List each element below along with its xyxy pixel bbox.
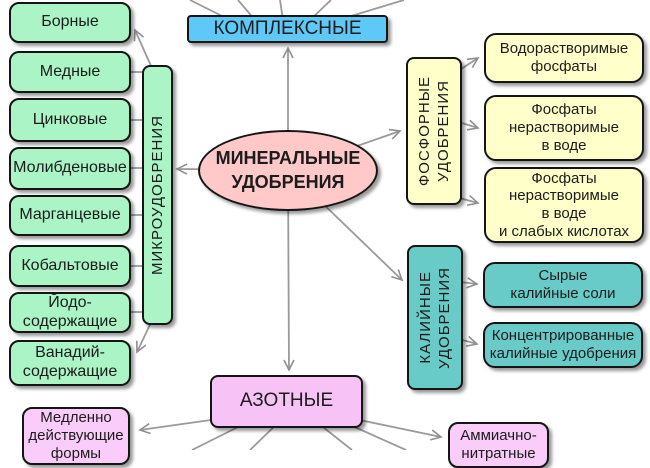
phosphate-bar-label-line1: ФОСФОРНЫЕ [415,75,433,187]
potassium-bar-label-line2: УДОБРЕНИЯ [435,266,453,369]
node-micro-bar: МИКРОУДОБРЕНИЯ [142,65,173,325]
potassium-bar-label-line1: КАЛИЙНЫЕ [416,271,434,364]
node-molibdenovye: Молибденовые [9,147,131,190]
node-phosphate-bar: ФОСФОРНЫЕ УДОБРЕНИЯ [406,57,462,205]
node-potassium-raw: Сырые калийные соли [483,262,643,308]
node-yodo: Йодо- содержащие [9,292,131,333]
node-bornye: Борные [9,2,131,43]
micro-bar-label: МИКРОУДОБРЕНИЯ [148,114,166,275]
node-nitrogen: АЗОТНЫЕ [210,375,363,428]
node-cinkovye: Цинковые [9,98,131,142]
node-phosphate-insoluble-water: Фосфаты нерастворимые в воде [484,95,644,161]
edge-nitrogen-ammonia [349,417,443,441]
node-phosphate-insoluble-acids: Фосфаты нерастворимые в воде и слабых ки… [484,167,644,243]
fertilizer-mind-map: Борные Медные Цинковые Молибденовые Марг… [9,0,644,468]
node-root: МИНЕРАЛЬНЫЕ УДОБРЕНИЯ [198,130,378,211]
node-complex: КОМПЛЕКСНЫЕ [187,15,388,43]
node-kobaltovye: Кобальтовые [9,245,131,287]
phosphate-bar-label-line2: УДОБРЕНИЯ [434,80,452,182]
node-nitrogen-ammonia-nitrate: Аммиачно- нитратные [448,422,549,468]
node-margancevye: Марганцевые [9,195,131,236]
node-potassium-concentrated: Концентрированные калийные удобрения [483,322,643,368]
node-potassium-bar: КАЛИЙНЫЕ УДОБРЕНИЯ [407,245,463,390]
node-phosphate-soluble: Водорастворимые фосфаты [484,33,644,83]
node-mednye: Медные [9,51,131,93]
node-vanadiy: Ванадий- содержащие [9,340,131,386]
node-nitrogen-slow-forms: Медленно действующие формы [22,407,130,465]
